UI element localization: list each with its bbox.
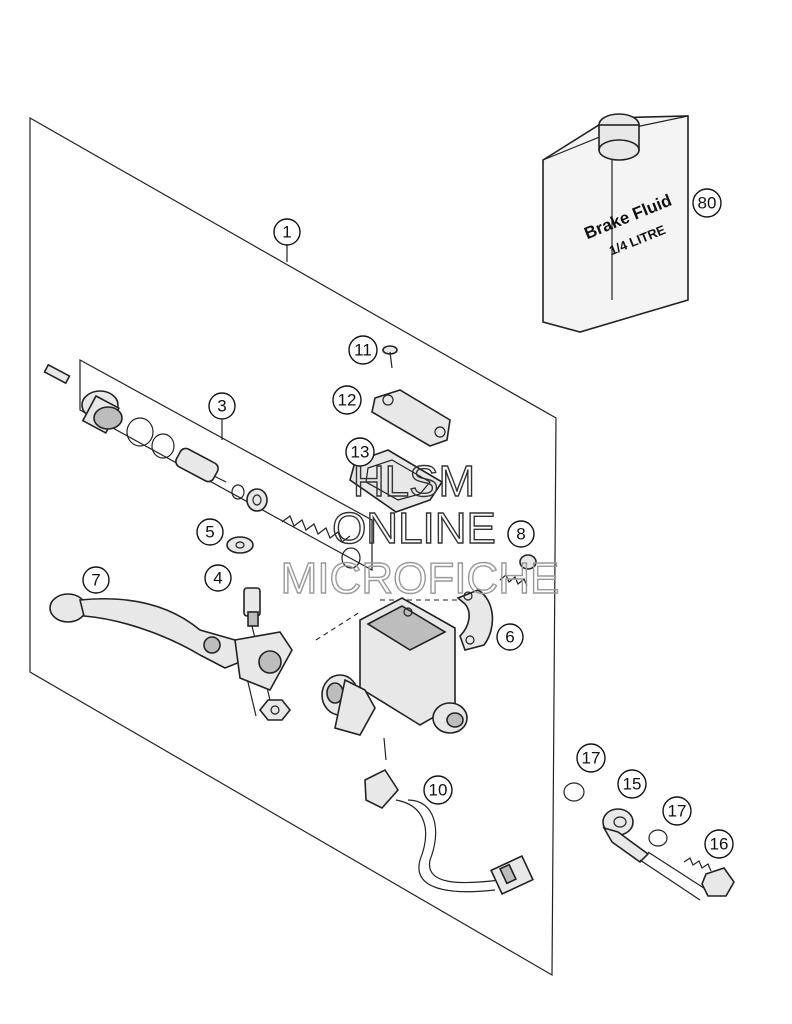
assembly-boundary <box>29 116 557 977</box>
clamp-screw <box>499 554 537 587</box>
callout-1: 1 <box>273 218 301 246</box>
piston-cup <box>81 390 123 435</box>
piston <box>175 447 227 483</box>
brake-light-switch <box>364 737 534 896</box>
callout-3-text: 3 <box>217 397 226 416</box>
callout-5-text: 5 <box>205 523 214 542</box>
pin <box>43 363 71 385</box>
callout-17-upper: 17 <box>576 743 606 773</box>
o-ring-2 <box>151 433 175 459</box>
callout-17-lower-text: 17 <box>668 802 687 821</box>
callout-8-text: 8 <box>516 525 525 544</box>
callout-10-text: 10 <box>429 781 448 800</box>
callout-13-text: 13 <box>351 443 370 462</box>
watermark-line1: HLSM <box>353 457 475 506</box>
master-cylinder <box>315 597 468 736</box>
spring <box>281 515 351 543</box>
callout-17-lower: 17 <box>662 796 692 826</box>
callout-16: 16 <box>704 829 734 859</box>
brake-lever <box>49 593 293 692</box>
watermark: HLSM ONLINE MICROFICHE <box>280 456 560 603</box>
callout-12: 12 <box>332 385 362 415</box>
o-ring-1 <box>126 417 154 447</box>
callout-1-text: 1 <box>282 223 291 242</box>
callout-10: 10 <box>423 775 453 805</box>
callout-7: 7 <box>82 566 110 594</box>
reservoir-cover <box>371 389 451 447</box>
callout-8: 8 <box>507 520 535 548</box>
callout-6-text: 6 <box>505 628 514 647</box>
callout-6: 6 <box>496 623 524 651</box>
seal <box>246 488 268 512</box>
copper-washer-1 <box>563 782 585 802</box>
callout-17-upper-text: 17 <box>582 749 601 768</box>
banjo-bolt <box>683 857 735 897</box>
callout-80: 80 <box>692 188 722 218</box>
callout-13: 13 <box>345 437 375 467</box>
callout-7-text: 7 <box>91 571 100 590</box>
callout-15: 15 <box>617 769 647 799</box>
brake-fluid-bottle: Brake Fluid 1/4 LITRE <box>542 113 689 333</box>
washer-small <box>231 484 245 500</box>
diaphragm <box>349 449 444 513</box>
callout-80-text: 80 <box>698 194 717 213</box>
callout-16-text: 16 <box>710 835 729 854</box>
callout-5: 5 <box>196 518 224 546</box>
watermark-line3: MICROFICHE <box>281 554 560 603</box>
washer-5 <box>226 536 254 554</box>
watermark-line2: ONLINE <box>332 504 496 553</box>
callout-11: 11 <box>348 335 378 365</box>
callout-3: 3 <box>208 392 236 420</box>
copper-washer-2 <box>648 829 668 847</box>
cover-screw <box>382 345 398 369</box>
handlebar-clamp <box>456 589 494 651</box>
nut <box>258 699 292 721</box>
callout-12-text: 12 <box>338 391 357 410</box>
callout-4: 4 <box>204 564 232 592</box>
banjo-fitting <box>602 808 711 901</box>
subassembly-3-boundary <box>79 358 373 572</box>
spring-seat <box>341 547 361 569</box>
callout-11-text: 11 <box>354 341 372 360</box>
callout-15-text: 15 <box>623 775 642 794</box>
callout-4-text: 4 <box>213 569 222 588</box>
